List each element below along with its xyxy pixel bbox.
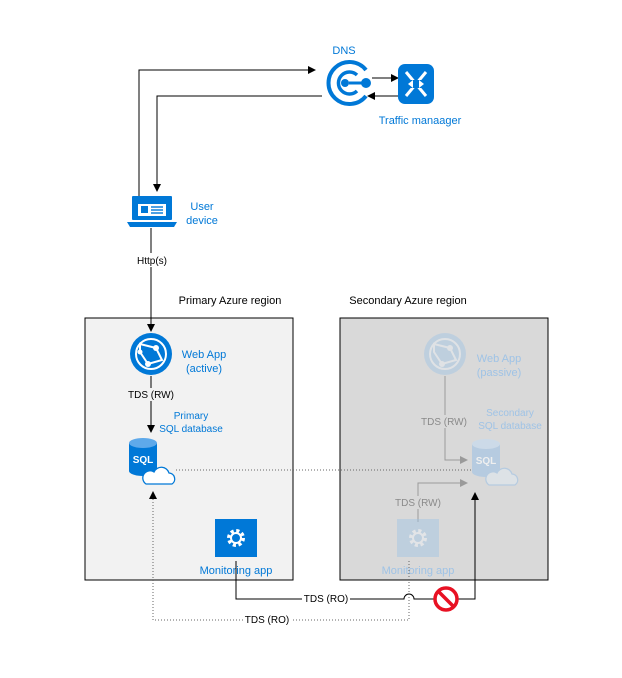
secondary-webapp-to-db-connector	[444, 376, 468, 464]
web-app-icon	[130, 333, 172, 375]
secondary-region-title: Secondary Azure region	[349, 295, 466, 307]
primary-tds-rw-background	[128, 388, 174, 401]
sql-database-icon: SQL	[129, 438, 176, 485]
dns-to-user-connector	[153, 95, 322, 192]
primary-region-box	[84, 317, 294, 581]
tds-ro-lower-label: TDS (RO)	[245, 615, 289, 626]
secondary-sql-database-icon: SQL	[472, 439, 519, 486]
user-to-dns-connector	[138, 66, 316, 196]
traffic-manager-icon	[398, 64, 434, 104]
primary-region-title: Primary Azure region	[179, 295, 282, 307]
http-label: Http(s)	[137, 256, 167, 267]
secondary-tds-rw-top-background	[421, 415, 467, 428]
secondary-webapp-label-line2: (passive)	[477, 367, 522, 379]
primary-db-label-line2: SQL database	[159, 424, 223, 435]
secondary-tds-rw-bottom-background	[395, 496, 441, 509]
primary-sql-badge: SQL	[133, 455, 154, 466]
secondary-db-label-line1: Secondary	[486, 408, 534, 419]
primary-webapp-label-line1: Web App	[182, 349, 226, 361]
secondary-sql-badge: SQL	[476, 456, 497, 467]
primary-tds-rw-label: TDS (RW)	[128, 390, 174, 401]
dns-label: DNS	[332, 45, 355, 57]
secondary-webapp-label-line1: Web App	[477, 353, 521, 365]
tds-ro-upper-background	[302, 592, 350, 606]
http-label-background	[131, 253, 173, 267]
user-device-label-line1: User	[190, 201, 214, 213]
traffic-manager-label: Traffic manaager	[379, 115, 462, 127]
primary-webapp-label-line2: (active)	[186, 363, 222, 375]
primary-db-label-line1: Primary	[174, 411, 208, 422]
secondary-tds-rw-bottom-label: TDS (RW)	[395, 498, 441, 509]
monitoring-app-icon	[215, 519, 257, 557]
dns-icon	[326, 60, 371, 106]
tds-ro-lower-background	[243, 613, 291, 627]
secondary-db-label-line2: SQL database	[478, 421, 542, 432]
secondary-monitoring-label: Monitoring app	[382, 565, 455, 577]
secondary-monitoring-app-icon	[397, 519, 439, 557]
secondary-webapp-icon	[424, 333, 466, 375]
user-device-label-line2: device	[186, 215, 218, 227]
tds-ro-upper-label: TDS (RO)	[304, 594, 348, 605]
blocked-icon	[433, 586, 459, 612]
secondary-region-box	[339, 317, 549, 581]
laptop-icon	[127, 196, 177, 227]
secondary-tds-rw-top-label: TDS (RW)	[421, 417, 467, 428]
